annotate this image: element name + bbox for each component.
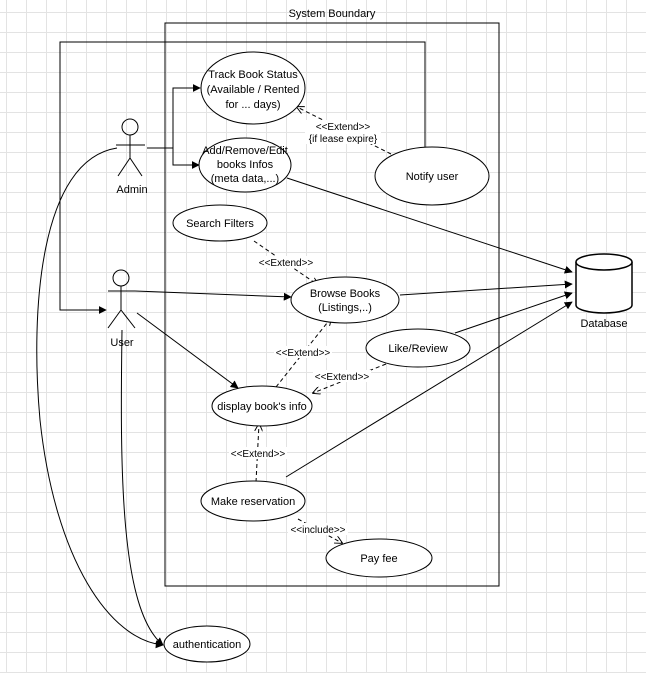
link-admin-track — [147, 84, 201, 149]
link-reservation-db — [285, 301, 573, 478]
svg-text:<<Extend>>: <<Extend>> — [276, 348, 331, 359]
use-case-display-info[interactable]: display book's info — [211, 385, 313, 427]
use-case-search-filters[interactable]: Search Filters — [172, 204, 268, 242]
svg-text:Add/Remove/Edit: Add/Remove/Edit — [202, 145, 288, 157]
svg-text:Pay fee: Pay fee — [360, 553, 397, 565]
database-label: Database — [580, 318, 627, 330]
svg-text:<<Extend>>: <<Extend>> — [316, 122, 371, 133]
link-admin-auth — [36, 147, 164, 649]
use-case-pay-fee[interactable]: Pay fee — [325, 538, 433, 578]
svg-text:for ... days): for ... days) — [225, 99, 280, 111]
system-boundary — [164, 22, 500, 587]
use-case-authentication[interactable]: authentication — [163, 625, 251, 663]
link-notify-user — [59, 41, 426, 314]
use-case-browse-books[interactable]: Browse Books (Listings,..) — [290, 276, 400, 324]
database-icon[interactable] — [575, 253, 633, 314]
admin-label: Admin — [116, 184, 147, 196]
label-include-pay: <<include>> — [288, 523, 348, 536]
label-extend-search: <<Extend>> — [257, 256, 315, 269]
use-case-make-reservation[interactable]: Make reservation — [200, 480, 306, 522]
svg-text:Make reservation: Make reservation — [211, 496, 295, 508]
link-user-auth — [120, 329, 164, 646]
system-boundary-title: System Boundary — [289, 8, 376, 20]
label-extend-like: <<Extend>> — [313, 370, 371, 383]
link-user-display — [136, 312, 239, 389]
svg-text:<<Extend>>: <<Extend>> — [231, 449, 286, 460]
svg-text:<<include>>: <<include>> — [290, 525, 345, 536]
link-edit-db — [286, 177, 573, 274]
link-user-browse — [134, 290, 292, 301]
svg-text:(meta data,...): (meta data,...) — [211, 173, 279, 185]
use-case-track-status[interactable]: Track Book Status (Available / Rented fo… — [200, 51, 306, 125]
svg-text:Search Filters: Search Filters — [186, 218, 254, 230]
svg-text:{if lease expire}: {if lease expire} — [309, 134, 378, 145]
user-actor[interactable] — [107, 269, 136, 329]
use-case-edit-books[interactable]: Add/Remove/Edit books Infos (meta data,.… — [198, 137, 292, 193]
svg-text:books Infos: books Infos — [217, 159, 274, 171]
label-extend-notify: <<Extend>> {if lease expire} — [305, 120, 381, 145]
svg-text:<<Extend>>: <<Extend>> — [259, 258, 314, 269]
label-extend-display: <<Extend>> — [274, 346, 332, 359]
svg-text:Notify user: Notify user — [406, 171, 459, 183]
extend-like-display — [313, 363, 387, 393]
svg-text:display book's info: display book's info — [217, 401, 307, 413]
svg-text:(Listings,..): (Listings,..) — [318, 302, 372, 314]
link-admin-edit — [147, 147, 200, 169]
link-browse-db — [399, 280, 573, 296]
svg-text:Like/Review: Like/Review — [388, 343, 447, 355]
use-case-like-review[interactable]: Like/Review — [365, 328, 471, 368]
svg-text:<<Extend>>: <<Extend>> — [315, 372, 370, 383]
use-case-notify-user[interactable]: Notify user — [374, 146, 490, 206]
svg-text:authentication: authentication — [173, 639, 242, 651]
link-like-db — [454, 291, 573, 334]
svg-text:(Available / Rented: (Available / Rented — [207, 84, 300, 96]
svg-text:Track Book Status: Track Book Status — [208, 69, 298, 81]
label-extend-reservation: <<Extend>> — [229, 447, 287, 460]
admin-actor[interactable] — [116, 118, 145, 177]
svg-text:Browse Books: Browse Books — [310, 288, 381, 300]
